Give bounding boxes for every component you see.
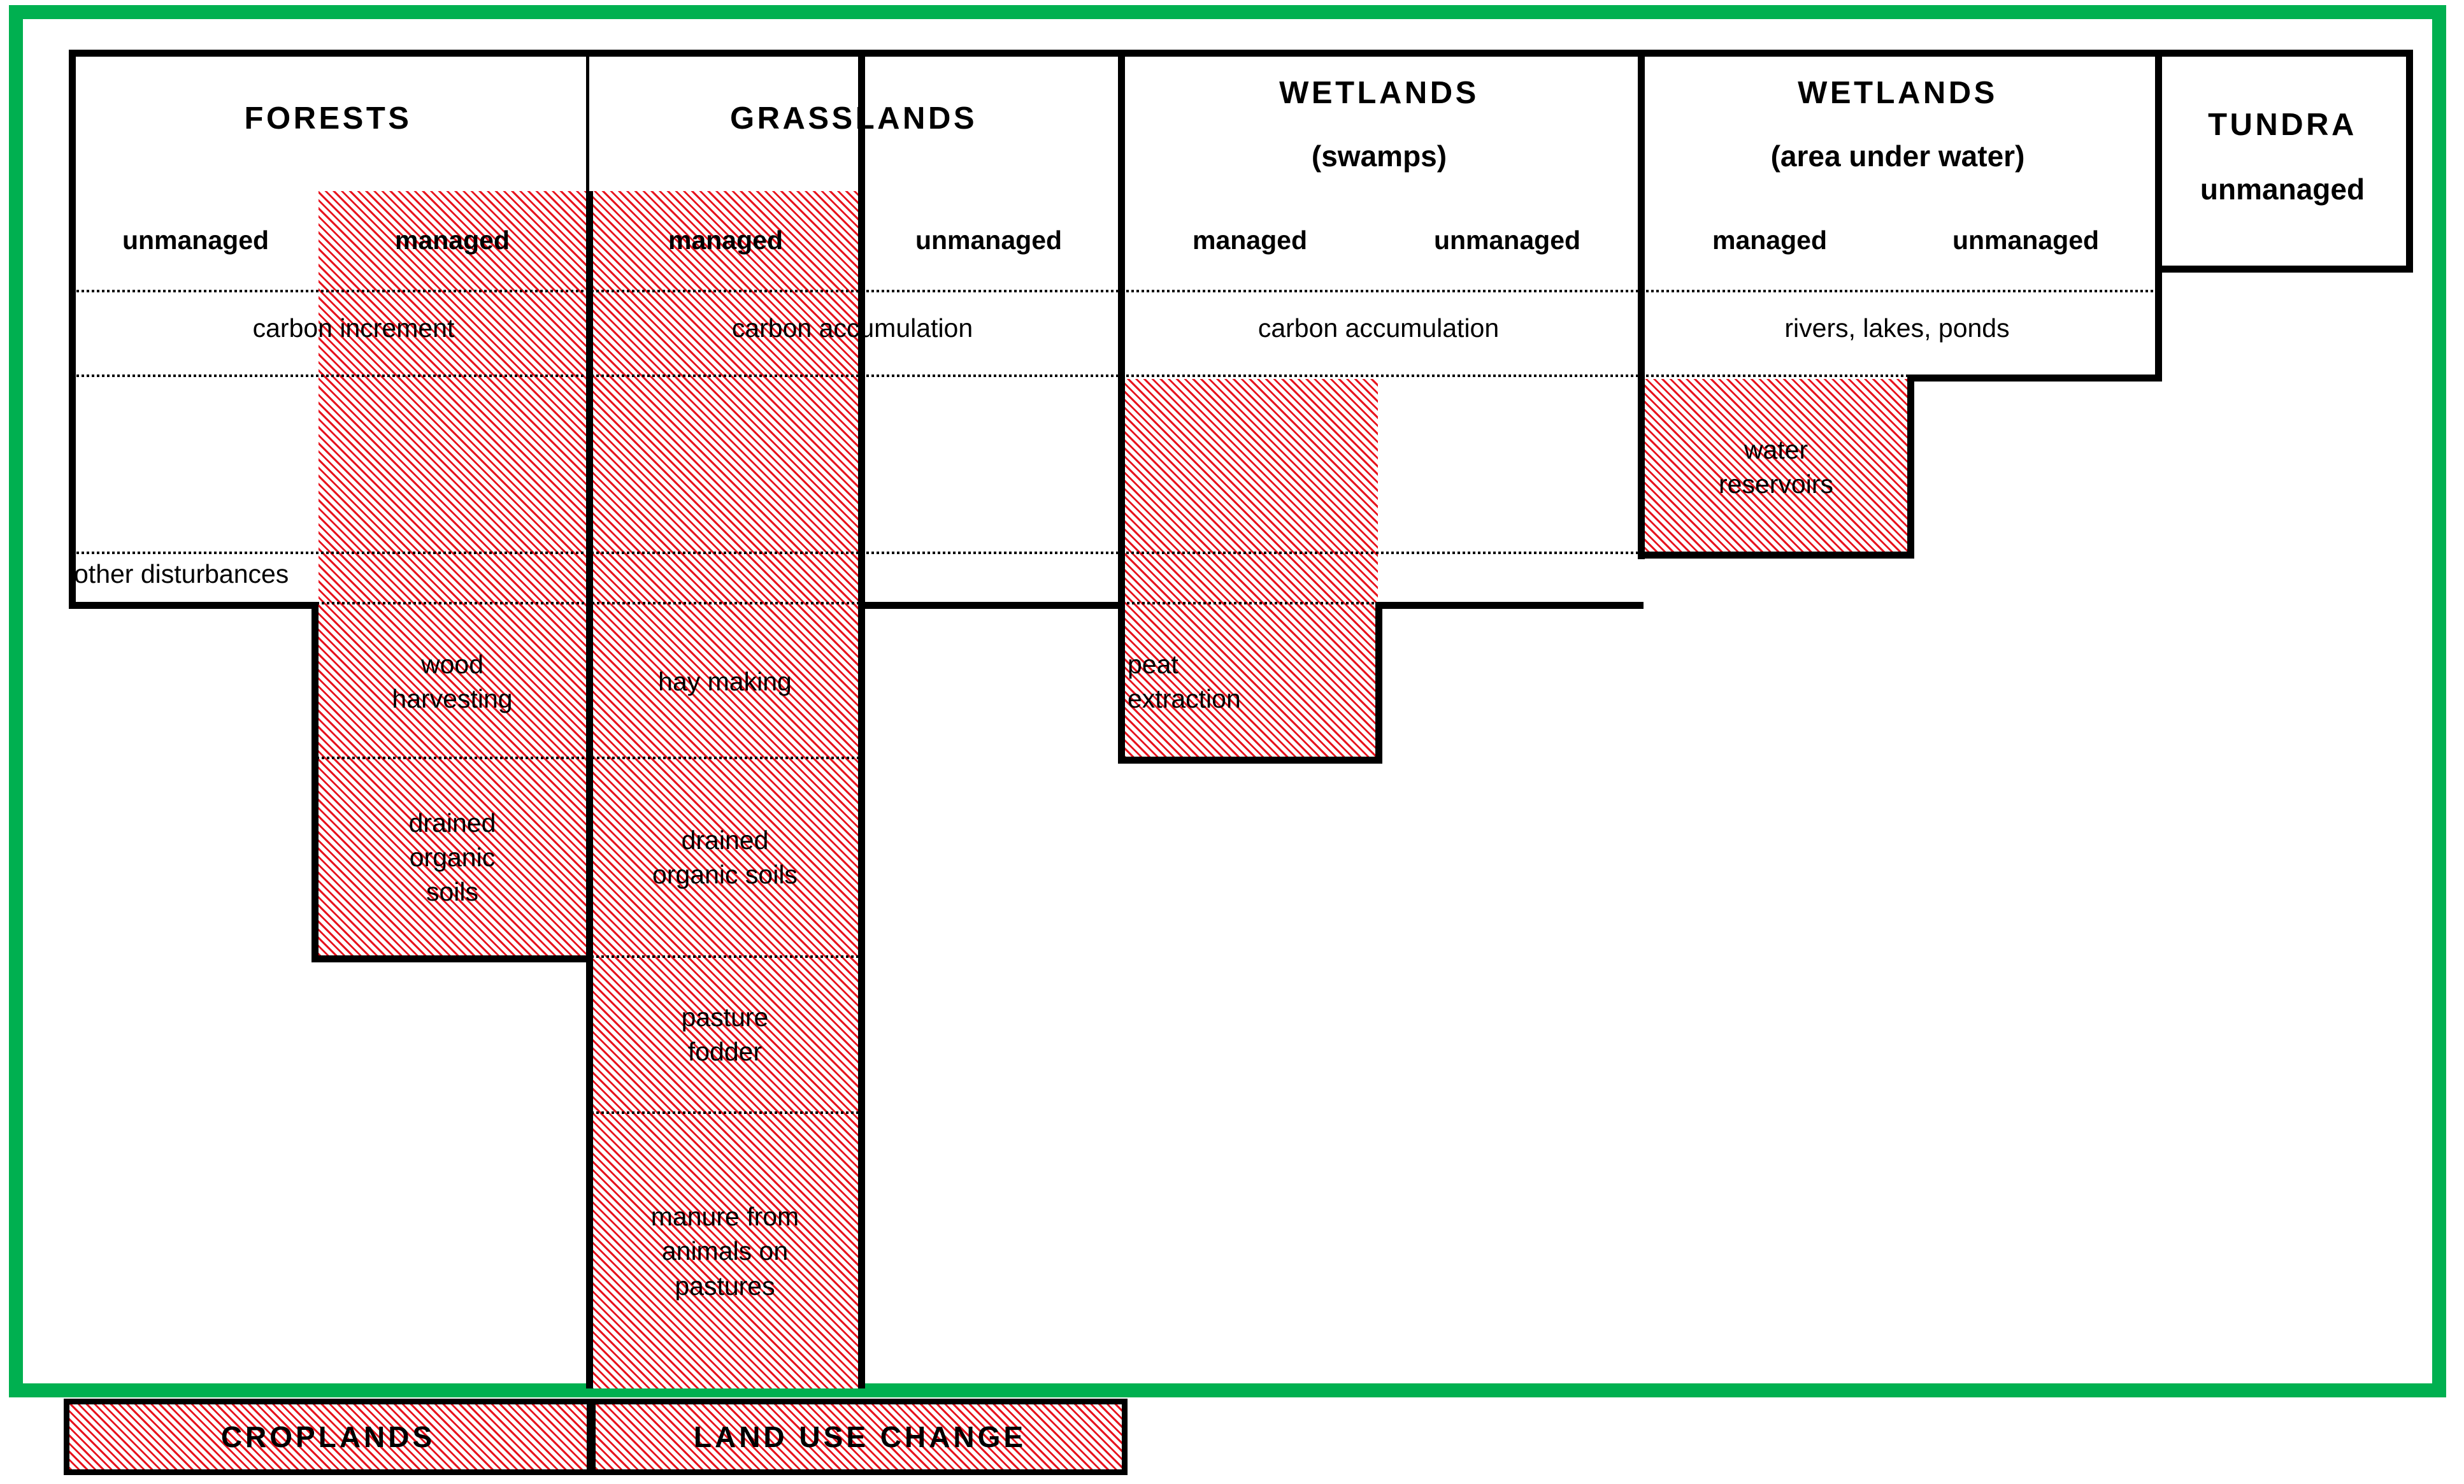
outline-left — [69, 50, 76, 609]
outline-forests-managed-left — [312, 602, 319, 962]
separator-forests-grasslands — [586, 54, 589, 191]
management-label-forests-unmanaged: unmanaged — [122, 225, 269, 255]
hatch-wetlands-swamps — [1120, 379, 1378, 761]
cell-wetlands-water-rivers-lakes-ponds: rivers, lakes, ponds — [1784, 313, 2010, 343]
outline-wetlands-water-bottom — [1907, 375, 2162, 382]
outline-grasslands-right — [858, 50, 865, 1388]
outline-grasslands-unmanaged-bottom — [858, 602, 1120, 609]
outline-wetlands-swamps-bottom — [1375, 602, 1644, 609]
outline-top — [69, 50, 2413, 57]
cell-grasslands-manure: manure from animals on pastures — [650, 1202, 799, 1301]
cell-forests-other-disturbances: other disturbances — [74, 559, 289, 589]
row-separator-1 — [71, 290, 2154, 292]
cell-wetlands-swamps-carbon-accumulation: carbon accumulation — [1257, 313, 1500, 343]
cell-water-reservoirs: water reservoirs — [1719, 434, 1833, 499]
column-subtitle-wetlands-swamps: (swamps) — [1311, 139, 1447, 173]
separator-wetlands-tundra — [2155, 54, 2158, 379]
cell-grasslands-drained-organic-soils: drained organic soils — [652, 825, 798, 889]
row-separator-2 — [71, 375, 2154, 377]
outline-wetlands-water-left — [1638, 50, 1645, 559]
separator-wetlands-wetlands — [1638, 54, 1641, 379]
outline-water-reservoirs-right — [1907, 375, 1914, 558]
hatch-grasslands-managed — [591, 191, 865, 1388]
column-title-tundra: TUNDRA — [2208, 107, 2357, 142]
banner-croplands-label: CROPLANDS — [220, 1420, 436, 1453]
management-label-wetlands-water-managed: managed — [1712, 225, 1827, 255]
management-label-grasslands-managed: managed — [668, 225, 783, 255]
management-label-grasslands-unmanaged: unmanaged — [915, 225, 1063, 255]
management-label-wetlands-swamps-unmanaged: unmanaged — [1433, 225, 1581, 255]
row-separator-3 — [71, 552, 1638, 554]
cell-wetlands-peat-extraction: peat extraction — [1128, 649, 1241, 713]
row-separator-4 — [312, 602, 1377, 604]
management-label-wetlands-water-unmanaged: unmanaged — [1952, 225, 2100, 255]
hatch-wetlands-water-reservoirs — [1645, 379, 1907, 557]
banner-croplands — [64, 1399, 592, 1475]
outline-wetlands-swamps-left — [1118, 50, 1125, 763]
outline-tundra-right — [2406, 50, 2413, 273]
cell-grasslands-carbon-accumulation: carbon accumulation — [731, 313, 973, 343]
management-label-wetlands-swamps-managed: managed — [1193, 225, 1307, 255]
outline-tundra-bottom — [2155, 266, 2413, 273]
outline-tundra-left — [2155, 50, 2162, 375]
separator-grasslands-wetlands — [1118, 54, 1121, 379]
cell-forests-drained-organic-soils: drained organic soils — [408, 808, 496, 907]
outline-wetlands-peat-bottom — [1118, 757, 1382, 764]
column-title-grasslands: GRASSLANDS — [729, 101, 978, 136]
cell-forests-wood-harvesting: wood harvesting — [392, 649, 513, 713]
management-label-tundra-unmanaged: unmanaged — [2200, 172, 2365, 206]
row-separator-5 — [312, 757, 859, 759]
outline-wetlands-peat-right — [1375, 602, 1382, 764]
cell-forests-carbon-increment: carbon increment — [252, 313, 455, 343]
banner-land-use-change-label: LAND USE CHANGE — [693, 1420, 1027, 1453]
outline-forests-managed-bottom — [312, 955, 593, 962]
row-separator-7 — [591, 1111, 859, 1114]
outline-forests-bottom-left — [69, 602, 319, 609]
cell-grasslands-hay-making: hay making — [658, 666, 792, 696]
outline-water-reservoirs-bottom — [1638, 552, 1914, 559]
cell-grasslands-pasture-fodder: pasture fodder — [681, 1002, 769, 1066]
column-title-wetlands-swamps: WETLANDS — [1279, 75, 1479, 110]
hatch-forests-managed — [319, 191, 586, 955]
row-separator-6 — [591, 955, 859, 958]
column-subtitle-wetlands-water: (area under water) — [1770, 139, 2025, 173]
column-title-forests: FORESTS — [244, 101, 412, 136]
outline-grasslands-left — [586, 191, 593, 1388]
banner-land-use-change — [592, 1399, 1128, 1475]
column-title-wetlands-water: WETLANDS — [1798, 75, 1998, 110]
management-label-forests-managed: managed — [395, 225, 510, 255]
